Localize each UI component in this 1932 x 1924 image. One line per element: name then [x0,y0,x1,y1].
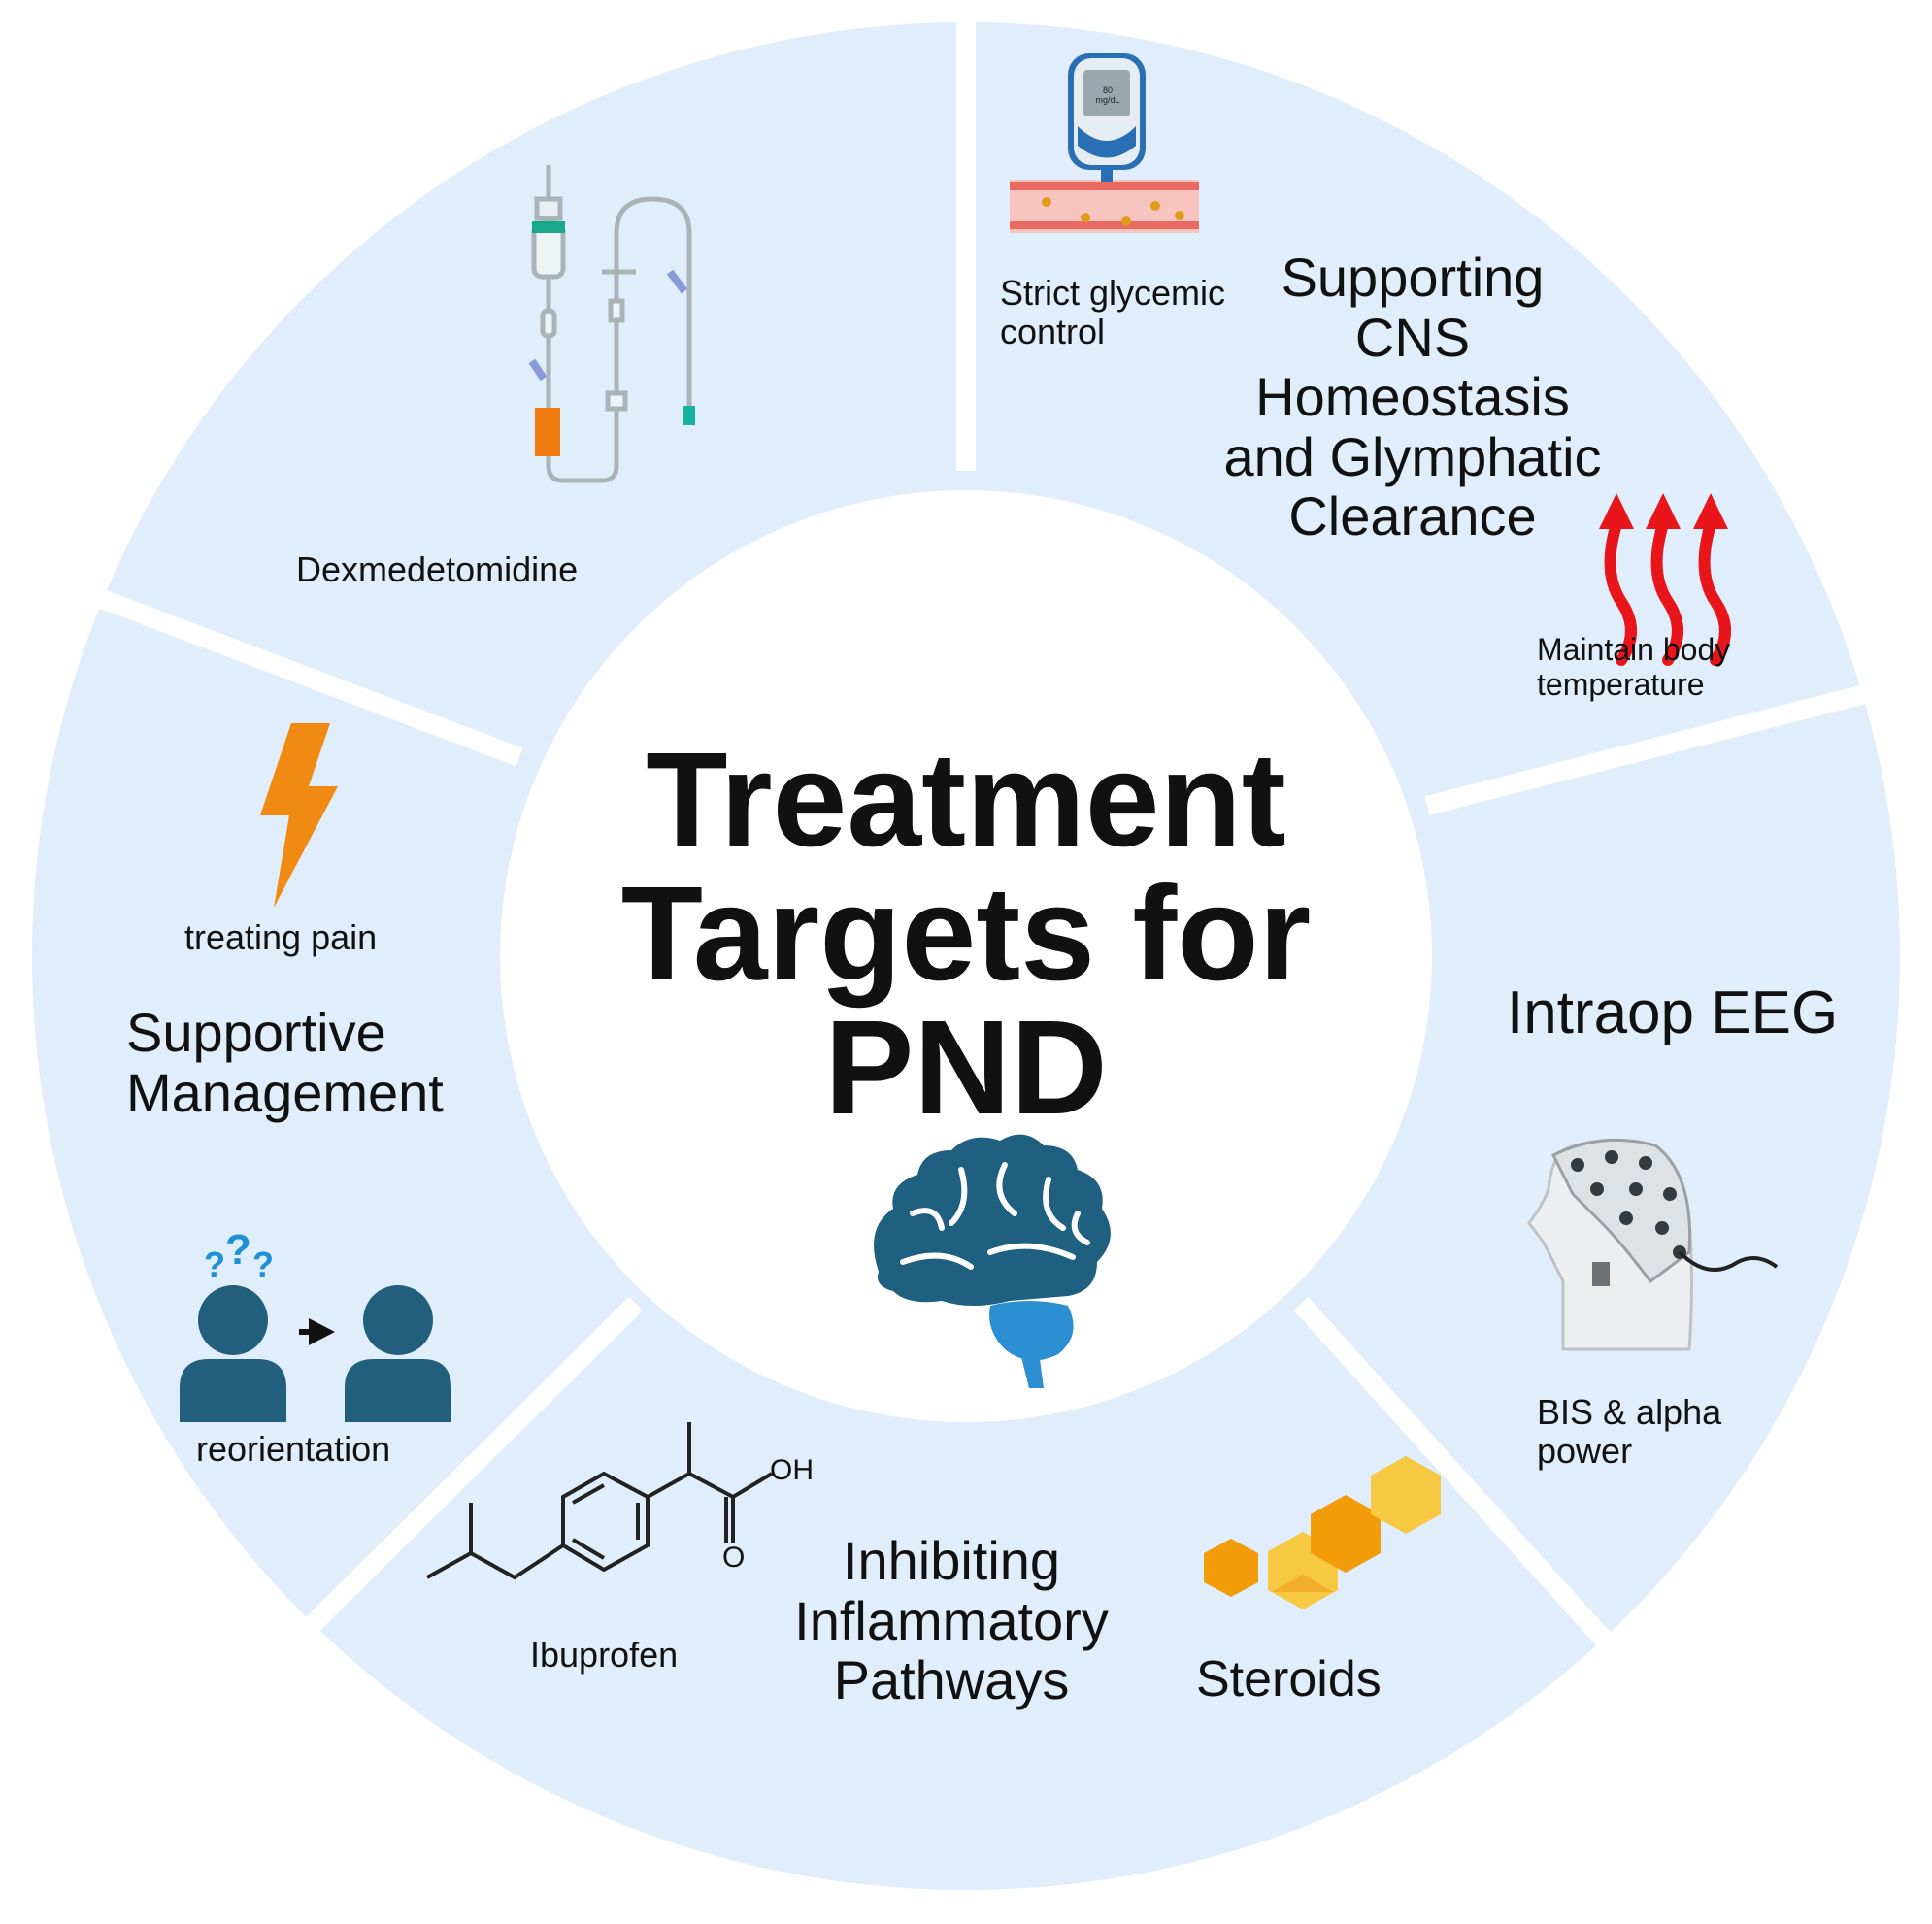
label-o: O [722,1542,746,1574]
heading-intraop-eeg: Intraop EEG [1507,979,1839,1046]
segment-separators [93,0,1906,1676]
lightning-bolt-icon [260,723,338,908]
heading-supportive-management: Supportive Management [126,1002,444,1123]
reorientation-people-icon: ? ? ? [180,1226,451,1422]
heat-arrows-icon [1599,493,1731,666]
separator-lower-right [1293,1297,1639,1676]
glucose-meter-icon [1010,53,1199,233]
label-dexmedetomidine: Dexmedetomidine [296,549,579,589]
heading-cns-homeostasis: Supporting CNS Homeostasis and Glymphati… [1223,247,1602,547]
label-bis-alpha-power: BIS & alpha power [1537,1392,1722,1472]
eeg-cap-head-icon [1527,1138,1779,1351]
brain-icon [874,1134,1111,1388]
heading-inhibiting-inflammatory-pathways: Inhibiting Inflammatory Pathways [794,1530,1109,1711]
svg-text:?: ? [225,1226,251,1274]
label-reorientation: reorientation [196,1429,391,1469]
label-steroids: Steroids [1196,1651,1382,1708]
iv-infusion-set-icon [528,165,695,483]
svg-text:?: ? [252,1244,274,1284]
label-treating-pain: treating pain [184,917,378,957]
label-maintain-body-temperature: Maintain body temperature [1537,632,1731,702]
page-title: Treatment Targets for PND [620,725,1312,1143]
separator-upper-right [1424,675,1906,815]
svg-text:?: ? [204,1244,225,1284]
meter-reading: 80 mg/dL [1095,85,1120,105]
label-ibuprofen: Ibuprofen [530,1635,679,1675]
separator-upper-left [93,587,523,767]
separator-bottom-left [293,1296,644,1643]
label-oh: OH [770,1454,814,1486]
center-circle [500,490,1432,1422]
steroid-rings-icon [1204,1456,1441,1609]
ibuprofen-structure-icon [426,1422,774,1580]
label-strict-glycemic-control: Strict glycemic control [1000,273,1226,352]
